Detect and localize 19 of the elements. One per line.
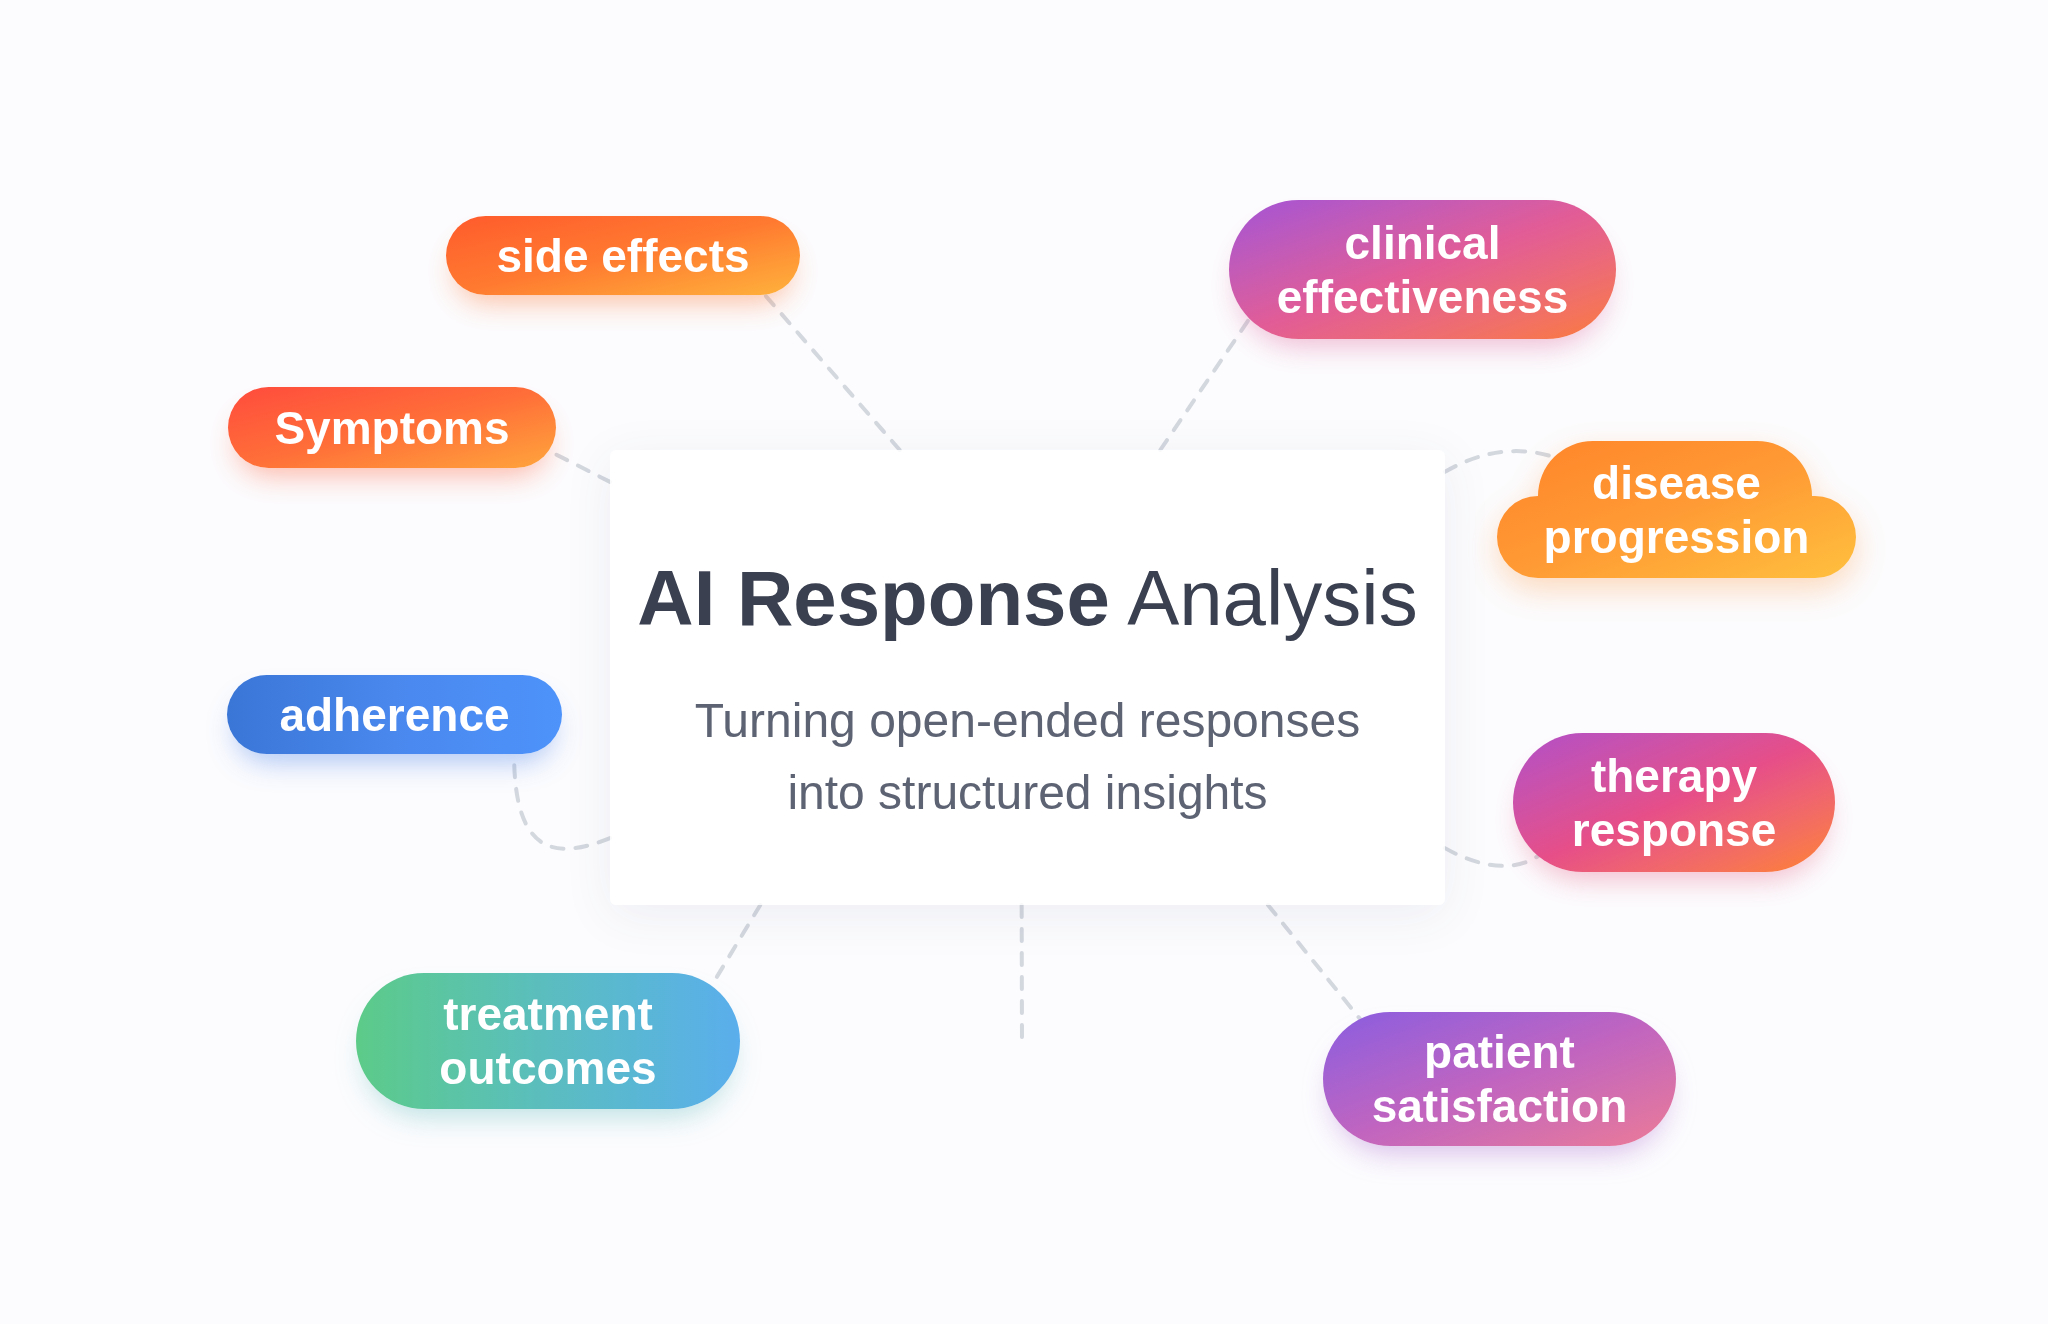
dashed-connector [1266, 903, 1363, 1021]
subtitle-text: Turning open-ended responses into structured insights [693, 693, 1362, 821]
topic-pill [228, 387, 556, 468]
topic-label: therapy response [1570, 748, 1778, 857]
topic-label: treatment outcomes [438, 987, 658, 1095]
topic-label: disease progression [1542, 455, 1811, 564]
topic-pill [446, 216, 800, 295]
dashed-connector [762, 293, 902, 452]
topic-label: patient satisfaction [1370, 1025, 1629, 1133]
title-card [610, 450, 1445, 905]
topic-label: side effects [496, 228, 750, 283]
dashed-connector [1158, 316, 1252, 452]
topic-label: Symptoms [274, 400, 510, 455]
topic-label: adherence [279, 687, 510, 742]
dashed-connector [1443, 846, 1541, 868]
cloud-bubble [1497, 441, 1856, 578]
topic-pill [227, 675, 562, 754]
topic-label: clinical effectiveness [1275, 215, 1570, 324]
diagram-heading: AI Response Analysis [637, 553, 1418, 643]
